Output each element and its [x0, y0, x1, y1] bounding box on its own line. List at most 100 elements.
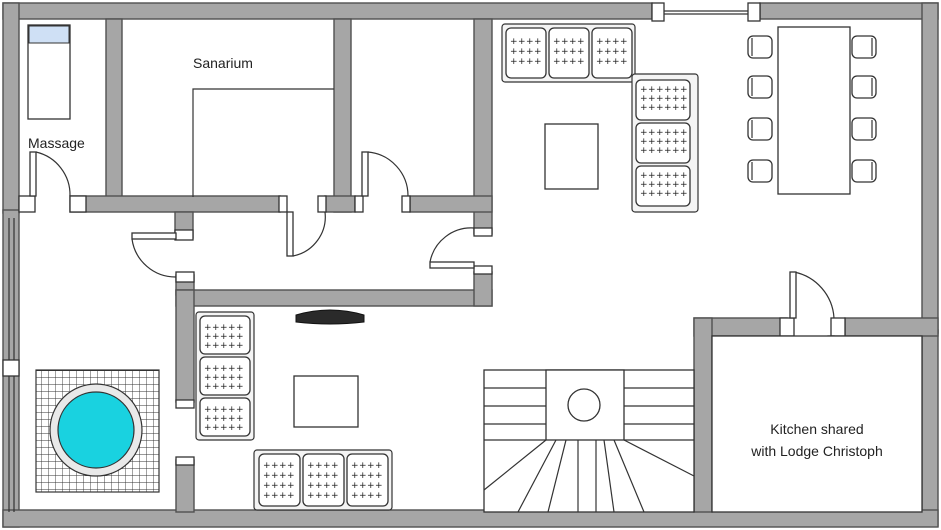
svg-text:+: +	[534, 57, 542, 67]
top-window	[651, 2, 761, 22]
svg-text:+: +	[228, 382, 236, 392]
svg-text:+: +	[672, 137, 680, 147]
svg-text:+: +	[664, 94, 672, 104]
svg-text:+: +	[212, 364, 220, 374]
svg-text:+: +	[220, 323, 228, 333]
svg-text:+: +	[604, 37, 612, 47]
dining-chair	[747, 35, 773, 59]
svg-text:+: +	[367, 471, 375, 481]
svg-text:+: +	[664, 103, 672, 113]
svg-text:+: +	[263, 491, 271, 501]
svg-text:+: +	[561, 57, 569, 67]
svg-text:+: +	[279, 491, 287, 501]
svg-text:+: +	[236, 423, 244, 433]
svg-text:+: +	[664, 137, 672, 147]
svg-text:+: +	[596, 37, 604, 47]
svg-text:+: +	[271, 481, 279, 491]
svg-text:+: +	[220, 423, 228, 433]
svg-text:+: +	[236, 382, 244, 392]
svg-text:+: +	[375, 461, 383, 471]
svg-text:+: +	[279, 471, 287, 481]
sanarium-label: Sanarium	[193, 55, 253, 71]
svg-text:+: +	[315, 491, 323, 501]
svg-text:+: +	[577, 47, 585, 57]
svg-text:+: +	[212, 382, 220, 392]
svg-text:+: +	[351, 491, 359, 501]
svg-text:+: +	[375, 481, 383, 491]
svg-text:+: +	[307, 471, 315, 481]
svg-text:+: +	[228, 373, 236, 383]
svg-text:+: +	[648, 137, 656, 147]
svg-text:+: +	[656, 85, 664, 95]
svg-text:+: +	[672, 103, 680, 113]
svg-text:+: +	[351, 461, 359, 471]
svg-text:+: +	[331, 461, 339, 471]
svg-text:+: +	[271, 461, 279, 471]
svg-text:+: +	[228, 332, 236, 342]
jacuzzi	[35, 369, 160, 493]
svg-text:+: +	[604, 47, 612, 57]
svg-text:+: +	[323, 481, 331, 491]
svg-text:+: +	[680, 189, 688, 199]
svg-text:+: +	[656, 94, 664, 104]
dining-chair	[851, 159, 877, 183]
svg-text:+: +	[359, 491, 367, 501]
svg-text:+: +	[672, 94, 680, 104]
svg-text:+: +	[236, 364, 244, 374]
svg-text:+: +	[204, 405, 212, 415]
svg-text:+: +	[287, 461, 295, 471]
massage-table	[27, 24, 71, 120]
svg-text:+: +	[220, 405, 228, 415]
kitchen-label-line1: Kitchen shared	[770, 421, 863, 437]
svg-text:+: +	[664, 128, 672, 138]
svg-text:+: +	[648, 128, 656, 138]
svg-text:+: +	[604, 57, 612, 67]
svg-text:+: +	[359, 481, 367, 491]
top-coffee-table	[544, 123, 599, 190]
svg-text:+: +	[672, 128, 680, 138]
svg-text:+: +	[367, 461, 375, 471]
svg-text:+: +	[648, 171, 656, 181]
svg-text:+: +	[204, 332, 212, 342]
svg-text:+: +	[236, 341, 244, 351]
svg-text:+: +	[510, 57, 518, 67]
svg-text:+: +	[323, 461, 331, 471]
svg-text:+: +	[656, 137, 664, 147]
dining-chair	[747, 159, 773, 183]
svg-text:+: +	[612, 47, 620, 57]
svg-text:+: +	[307, 481, 315, 491]
svg-text:+: +	[307, 461, 315, 471]
svg-text:+: +	[664, 189, 672, 199]
svg-text:+: +	[236, 373, 244, 383]
svg-text:+: +	[287, 481, 295, 491]
svg-text:+: +	[640, 146, 648, 156]
svg-text:+: +	[640, 103, 648, 113]
svg-text:+: +	[323, 491, 331, 501]
svg-text:+: +	[620, 37, 628, 47]
svg-text:+: +	[263, 471, 271, 481]
svg-text:+: +	[331, 491, 339, 501]
svg-text:+: +	[656, 171, 664, 181]
svg-text:+: +	[664, 180, 672, 190]
svg-text:+: +	[263, 481, 271, 491]
svg-text:+: +	[596, 47, 604, 57]
svg-text:+: +	[204, 423, 212, 433]
svg-text:+: +	[236, 332, 244, 342]
svg-text:+: +	[648, 85, 656, 95]
svg-text:+: +	[672, 85, 680, 95]
svg-text:+: +	[287, 471, 295, 481]
svg-text:+: +	[680, 94, 688, 104]
svg-text:+: +	[279, 481, 287, 491]
svg-text:+: +	[577, 57, 585, 67]
svg-text:+: +	[236, 414, 244, 424]
svg-text:+: +	[220, 382, 228, 392]
door-jambs	[18, 195, 846, 466]
dining-chairs	[747, 35, 877, 183]
svg-text:+: +	[569, 47, 577, 57]
svg-text:+: +	[212, 423, 220, 433]
svg-text:+: +	[534, 47, 542, 57]
svg-text:+: +	[569, 57, 577, 67]
staircase	[483, 369, 695, 513]
svg-text:+: +	[351, 471, 359, 481]
svg-text:+: +	[315, 481, 323, 491]
